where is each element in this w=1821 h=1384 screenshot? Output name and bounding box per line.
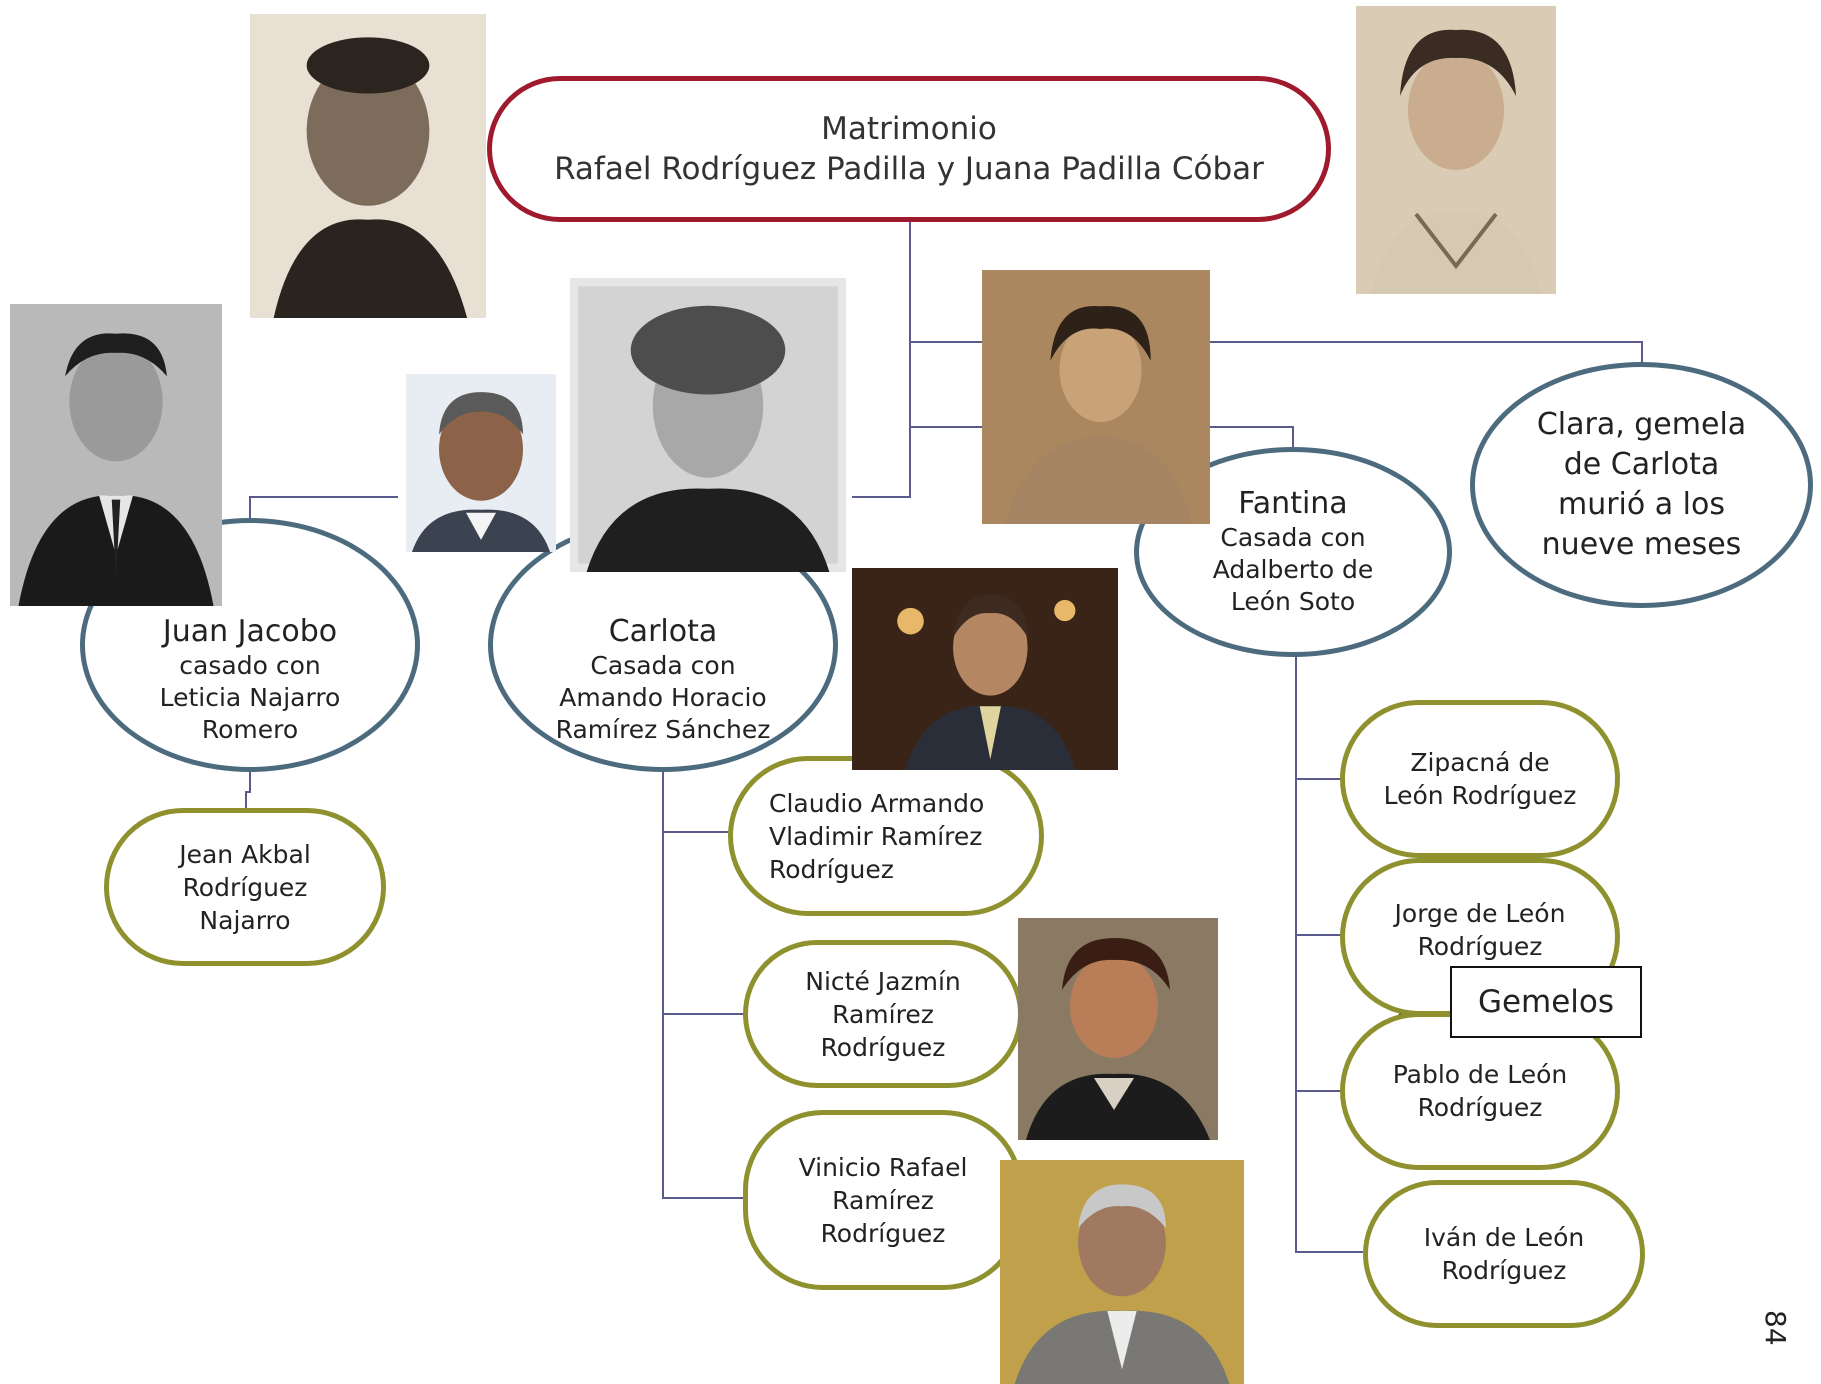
clara-line-3: murió a los: [1557, 487, 1726, 522]
portrait-photo-carlota: [570, 278, 846, 572]
portrait-photo-nicte: [1018, 918, 1218, 1140]
claudio-line-2: Vladimir Ramírez: [769, 821, 983, 851]
juan-line-4: Romero: [201, 715, 299, 744]
carlota-name: Carlota: [608, 614, 718, 649]
child-node-clara: Clara, gemela de Carlota murió a los nue…: [1470, 362, 1813, 608]
connector-juan: [249, 496, 398, 518]
vinicio-line-2: Ramírez: [832, 1185, 934, 1215]
jean-line-1: Jean Akbal: [179, 839, 311, 869]
juan-name: Juan Jacobo: [162, 614, 338, 649]
nicte-line-1: Nicté Jazmín: [805, 966, 961, 996]
jean-line-2: Rodríguez: [182, 872, 308, 902]
claudio-line-3: Rodríguez: [769, 854, 894, 884]
vinicio-line-3: Rodríguez: [820, 1218, 946, 1248]
pablo-line-1: Pablo de León: [1392, 1060, 1568, 1089]
grandchild-node-zipacna: Zipacná de León Rodríguez: [1340, 700, 1620, 858]
grandchild-node-jean: Jean Akbal Rodríguez Najarro: [104, 808, 386, 966]
connector-juan-jean: [245, 770, 251, 812]
ivan-line-2: Rodríguez: [1441, 1256, 1567, 1285]
clara-line-4: nueve meses: [1541, 527, 1742, 562]
connector-root-clara: [1210, 341, 1643, 365]
portrait-photo-amando-horacio: [406, 374, 556, 552]
child-node-juan-jacobo: Juan Jacobo casado con Leticia Najarro R…: [80, 518, 420, 772]
fantina-name: Fantina: [1238, 486, 1348, 521]
grandchild-node-vinicio: Vinicio Rafael Ramírez Rodríguez: [743, 1110, 1023, 1290]
clara-line-1: Clara, gemela: [1536, 407, 1747, 442]
jorge-line-2: Rodríguez: [1417, 932, 1543, 961]
carlota-line-3: Amando Horacio: [559, 683, 767, 712]
grandchild-node-nicte: Nicté Jazmín Ramírez Rodríguez: [743, 940, 1023, 1088]
portrait-photo-vinicio: [1000, 1160, 1244, 1384]
juan-line-3: Leticia Najarro: [159, 683, 341, 712]
marriage-root-node: Matrimonio Rafael Rodríguez Padilla y Ju…: [487, 76, 1331, 222]
portrait-photo-rafael: [250, 14, 486, 318]
claudio-line-1: Claudio Armando: [769, 788, 985, 818]
clara-line-2: de Carlota: [1563, 447, 1720, 482]
jorge-line-1: Jorge de León: [1394, 899, 1566, 928]
root-line-2: Rafael Rodríguez Padilla y Juana Padilla…: [554, 151, 1264, 187]
carlota-line-4: Ramírez Sánchez: [555, 715, 771, 744]
juan-line-2: casado con: [179, 651, 321, 680]
grandchild-node-pablo: Pablo de León Rodríguez: [1340, 1012, 1620, 1170]
connector-carlota-trunk: [662, 770, 745, 1199]
grandchild-node-claudio: Claudio Armando Vladimir Ramírez Rodrígu…: [728, 756, 1044, 916]
nicte-line-2: Ramírez: [832, 999, 934, 1029]
zipacna-line-2: León Rodríguez: [1383, 781, 1577, 810]
zipacna-line-1: Zipacná de: [1410, 748, 1550, 777]
connector-root-trunk: [852, 222, 911, 498]
portrait-photo-fantina: [982, 270, 1210, 524]
fantina-line-4: León Soto: [1230, 587, 1356, 616]
jean-line-3: Najarro: [199, 905, 291, 935]
fantina-line-3: Adalberto de: [1212, 555, 1374, 584]
connector-fantina-trunk: [1295, 653, 1363, 1253]
portrait-photo-adalberto: [852, 568, 1118, 770]
root-line-1: Matrimonio: [821, 111, 997, 147]
carlota-line-2: Casada con: [590, 651, 736, 680]
fantina-line-2: Casada con: [1220, 523, 1366, 552]
vinicio-line-1: Vinicio Rafael: [798, 1152, 968, 1182]
nicte-line-3: Rodríguez: [820, 1032, 946, 1062]
portrait-photo-juan-jacobo: [10, 304, 222, 606]
grandchild-node-ivan: Iván de León Rodríguez: [1363, 1180, 1645, 1328]
ivan-line-1: Iván de León: [1423, 1223, 1585, 1252]
gemelos-label: Gemelos: [1450, 966, 1642, 1038]
page-number: 84: [1759, 1310, 1792, 1346]
portrait-photo-juana: [1356, 6, 1556, 294]
pablo-line-2: Rodríguez: [1417, 1093, 1543, 1122]
